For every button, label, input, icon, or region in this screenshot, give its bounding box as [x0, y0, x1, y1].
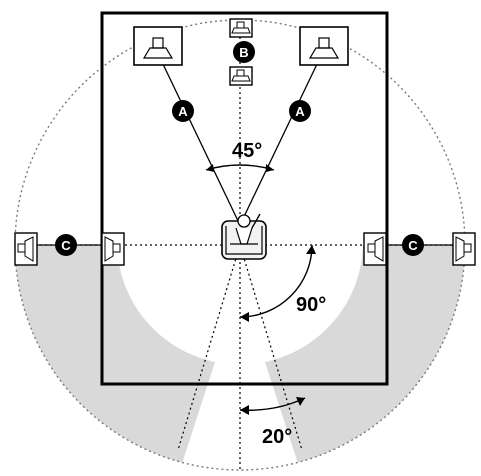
speaker-icon [363, 232, 387, 266]
side-angle-arc [239, 244, 313, 318]
label-badge-center: B [233, 41, 255, 63]
label-surround-left: C [61, 238, 71, 253]
speaker-icon [229, 66, 253, 86]
speaker-icon [229, 18, 253, 38]
rear-wedge-right-line [239, 244, 303, 451]
label-center: B [239, 45, 248, 60]
speaker-icon [101, 232, 125, 266]
angle-label-front: 45° [232, 140, 262, 162]
speaker-icon [133, 26, 183, 66]
rear-angle-arrow-right [296, 397, 305, 406]
label-badge-surround-right: C [402, 234, 424, 256]
front-angle-arrow-right [266, 164, 274, 172]
label-badge-front-right: A [289, 100, 311, 122]
speaker-icon [14, 232, 38, 266]
label-front-right: A [295, 104, 305, 119]
label-badge-front-left: A [172, 100, 194, 122]
listener-icon [221, 213, 267, 260]
angle-label-rear: 20° [262, 426, 292, 448]
angle-label-side: 90° [296, 294, 326, 316]
side-angle-arrow-bottom [240, 312, 249, 322]
side-angle-arrow-top [306, 245, 316, 254]
label-badge-surround-left: C [55, 234, 77, 256]
rear-wedge-left-line [177, 244, 241, 451]
rear-angle-arrow-left [240, 405, 249, 415]
front-left-line [161, 61, 241, 226]
front-angle-arrow-left [206, 164, 214, 172]
speaker-icon [452, 232, 476, 266]
room-outline [100, 11, 389, 386]
speaker-icon [299, 26, 349, 66]
label-surround-right: C [408, 238, 418, 253]
label-front-left: A [178, 104, 188, 119]
front-right-line [239, 61, 319, 226]
